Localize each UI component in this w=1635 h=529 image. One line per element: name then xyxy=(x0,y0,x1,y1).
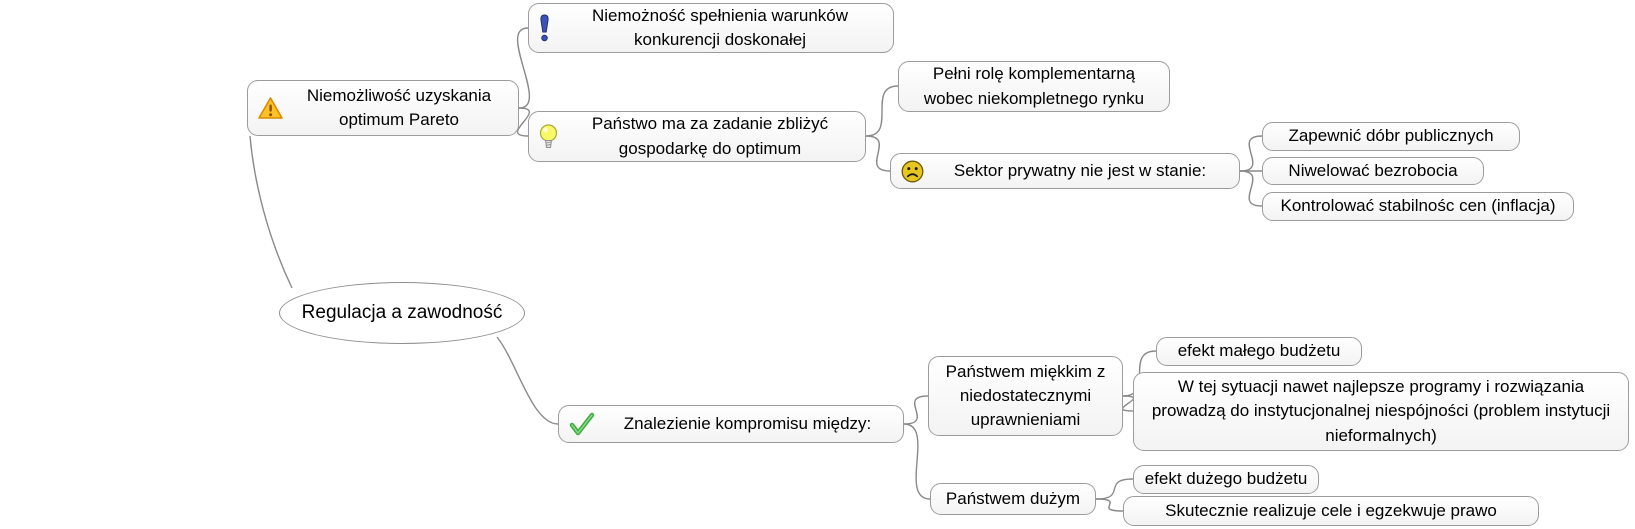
node-znalezienie-kompromisu[interactable]: Znalezienie kompromisu między: xyxy=(558,405,904,443)
edge-root-znalezienie xyxy=(496,336,559,425)
node-label: Niwelować bezrobocia xyxy=(1288,160,1458,180)
node-pelni-role-komplementarna[interactable]: Pełni rolę komplementarną wobec niekompl… xyxy=(898,61,1170,112)
node-skutecznie-realizuje[interactable]: Skutecznie realizuje cele i egzekwuje pr… xyxy=(1123,496,1539,526)
sad-face-icon xyxy=(901,160,924,183)
node-label: Państwo ma za zadanie zbliżyć gospodarkę… xyxy=(591,114,829,158)
node-instytucjonalna-niespojnosc[interactable]: W tej sytuacji nawet najlepsze programy … xyxy=(1133,372,1629,451)
edge-miekkim-wtej xyxy=(1121,395,1135,412)
edge-duzym-duzego xyxy=(1095,478,1134,500)
node-sektor-prywatny[interactable]: Sektor prywatny nie jest w stanie: xyxy=(890,153,1240,189)
mindmap-root-node[interactable]: Regulacja a zawodność xyxy=(279,282,525,344)
edge-sektor-zapewnic xyxy=(1239,135,1263,172)
node-label: W tej sytuacji nawet najlepsze programy … xyxy=(1151,377,1611,445)
node-label: Kontrolować stabilnośc cen (inflacja) xyxy=(1280,196,1556,216)
node-label: Znalezienie kompromisu między: xyxy=(623,413,872,433)
exclamation-icon xyxy=(539,13,550,43)
node-label: Niemożność spełnienia warunków konkurenc… xyxy=(591,5,849,49)
node-niemoznosc-konkurencji[interactable]: Niemożność spełnienia warunków konkurenc… xyxy=(528,3,894,53)
node-label: Pełni rolę komplementarną wobec niekompl… xyxy=(923,64,1145,108)
node-label: Sektor prywatny nie jest w stanie: xyxy=(953,160,1207,180)
node-label: Państwem miękkim z niedostatecznymi upra… xyxy=(945,361,1106,430)
edge-panstwo-sektor xyxy=(865,135,891,172)
edge-sektor-kontrolowac xyxy=(1239,170,1263,207)
node-kontrolowac-stabilnosc-cen[interactable]: Kontrolować stabilnośc cen (inflacja) xyxy=(1262,192,1574,221)
edge-znalezienie-miekkim xyxy=(903,395,929,425)
node-label: Zapewnić dóbr publicznych xyxy=(1288,126,1494,146)
node-niwelowac-bezrobocia[interactable]: Niwelować bezrobocia xyxy=(1262,157,1484,185)
node-efekt-malego-budzetu[interactable]: efekt małego budżetu xyxy=(1156,337,1362,366)
node-panstwo-zblizyc-gospodarke[interactable]: Państwo ma za zadanie zbliżyć gospodarkę… xyxy=(528,111,866,162)
node-panstwem-duzym[interactable]: Państwem dużym xyxy=(930,483,1096,515)
edge-znalezienie-duzym xyxy=(903,423,931,500)
edge-pareto-niemoznosc xyxy=(516,27,531,109)
node-zapewnic-dobr-publicznych[interactable]: Zapewnić dóbr publicznych xyxy=(1262,122,1520,151)
node-panstwem-miekkim[interactable]: Państwem miękkim z niedostatecznymi upra… xyxy=(928,356,1123,436)
edge-root-pareto xyxy=(249,135,293,289)
lightbulb-icon xyxy=(539,123,558,151)
warning-icon xyxy=(258,97,283,119)
node-niemozliwosc-optimum-pareto[interactable]: Niemożliwość uzyskania optimum Pareto xyxy=(247,80,519,136)
node-efekt-duzego-budzetu[interactable]: efekt dużego budżetu xyxy=(1133,465,1319,494)
edge-panstwo-pelni xyxy=(865,85,899,137)
edge-duzym-skutecznie xyxy=(1095,498,1124,512)
node-label: efekt dużego budżetu xyxy=(1144,469,1308,489)
node-label: Państwem dużym xyxy=(945,488,1081,508)
node-label: Niemożliwość uzyskania optimum Pareto xyxy=(306,85,492,129)
edge-pareto-panstwo xyxy=(516,107,531,137)
node-label: Skutecznie realizuje cele i egzekwuje pr… xyxy=(1165,500,1497,520)
node-label: efekt małego budżetu xyxy=(1177,341,1341,361)
check-icon xyxy=(569,412,595,436)
root-label: Regulacja a zawodność xyxy=(301,301,503,323)
